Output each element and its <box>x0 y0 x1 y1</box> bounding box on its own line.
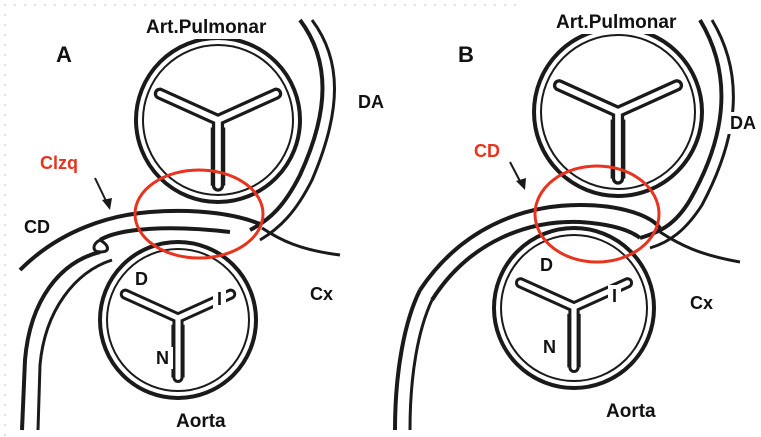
panel-a-clzq-label: Clzq <box>36 152 82 174</box>
panel-a-drawing <box>20 20 340 430</box>
panel-b-i-label: I <box>608 285 621 307</box>
panel-a-da-vessel-outer <box>260 20 335 240</box>
panel-a-coronary-lower <box>100 228 230 240</box>
panel-b-n-label: N <box>539 336 560 358</box>
panel-a-cd-branch <box>22 252 100 430</box>
background-texture-left <box>0 0 12 437</box>
panel-a-coronary-ostium <box>94 240 108 252</box>
panel-a-i-label: I <box>213 288 226 310</box>
panel-b-aorta-label: Aorta <box>602 400 660 423</box>
panel-b-pulmonary-label: Art.Pulmonar <box>552 11 680 34</box>
panel-a-pulmonary-label: Art.Pulmonar <box>142 16 270 39</box>
panel-a-clzq-arrowhead <box>102 198 112 210</box>
panel-b-drawing <box>395 20 740 430</box>
panel-b-cd-branch-outer <box>410 300 432 430</box>
panel-b-da-vessel <box>640 20 721 238</box>
panel-a-coronary-upper <box>20 211 262 270</box>
panel-b-badge: B <box>436 30 496 80</box>
panel-a-aorta-label: Aorta <box>172 410 230 433</box>
panel-b-pulmonary-leaflets <box>559 80 677 179</box>
panel-a-cd-label: CD <box>20 216 54 238</box>
panel-a-n-label: N <box>152 347 173 369</box>
background-texture-top <box>0 0 520 12</box>
panel-a-d-label: D <box>131 268 152 290</box>
panel-b-da-label: DA <box>726 112 760 134</box>
panel-a-badge: A <box>34 30 94 80</box>
panel-b-d-label: D <box>536 254 557 276</box>
panel-b-cd-arrowhead <box>516 178 526 190</box>
panel-b-cd-label: CD <box>470 140 504 162</box>
panel-b-cx-label: Cx <box>686 292 717 314</box>
panel-a-da-label: DA <box>354 91 388 113</box>
panel-a-cx-label: Cx <box>306 283 337 305</box>
